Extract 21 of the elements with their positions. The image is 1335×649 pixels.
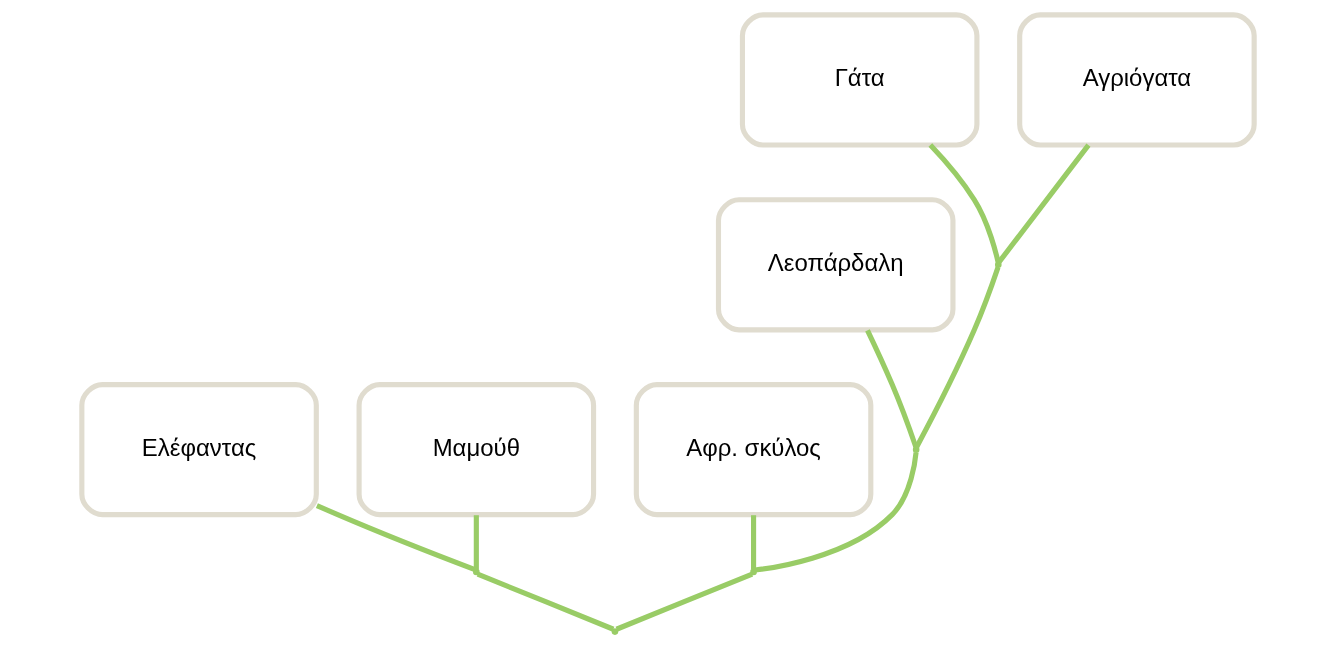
node-point [472,568,480,576]
node-point [912,446,919,453]
node-box: Γάτα [739,12,979,148]
connector [864,329,918,448]
connector [750,515,756,570]
connector [315,503,476,573]
connector [754,452,919,573]
connector [473,515,479,570]
node-box: Μαμούθ [356,382,596,518]
node-point [611,628,618,635]
connector [615,571,753,632]
node-point [749,568,757,576]
node-box: Αφρ. σκύλος [633,382,873,518]
node-box: Λεοπάρδαλη [715,197,955,333]
connector [996,143,1090,264]
connector [913,266,1000,449]
node-box: Αγριόγατα [1016,12,1257,148]
node-point [994,261,1002,269]
connector [476,571,614,632]
connector [928,143,1001,263]
node-box: Ελέφαντας [78,382,319,518]
